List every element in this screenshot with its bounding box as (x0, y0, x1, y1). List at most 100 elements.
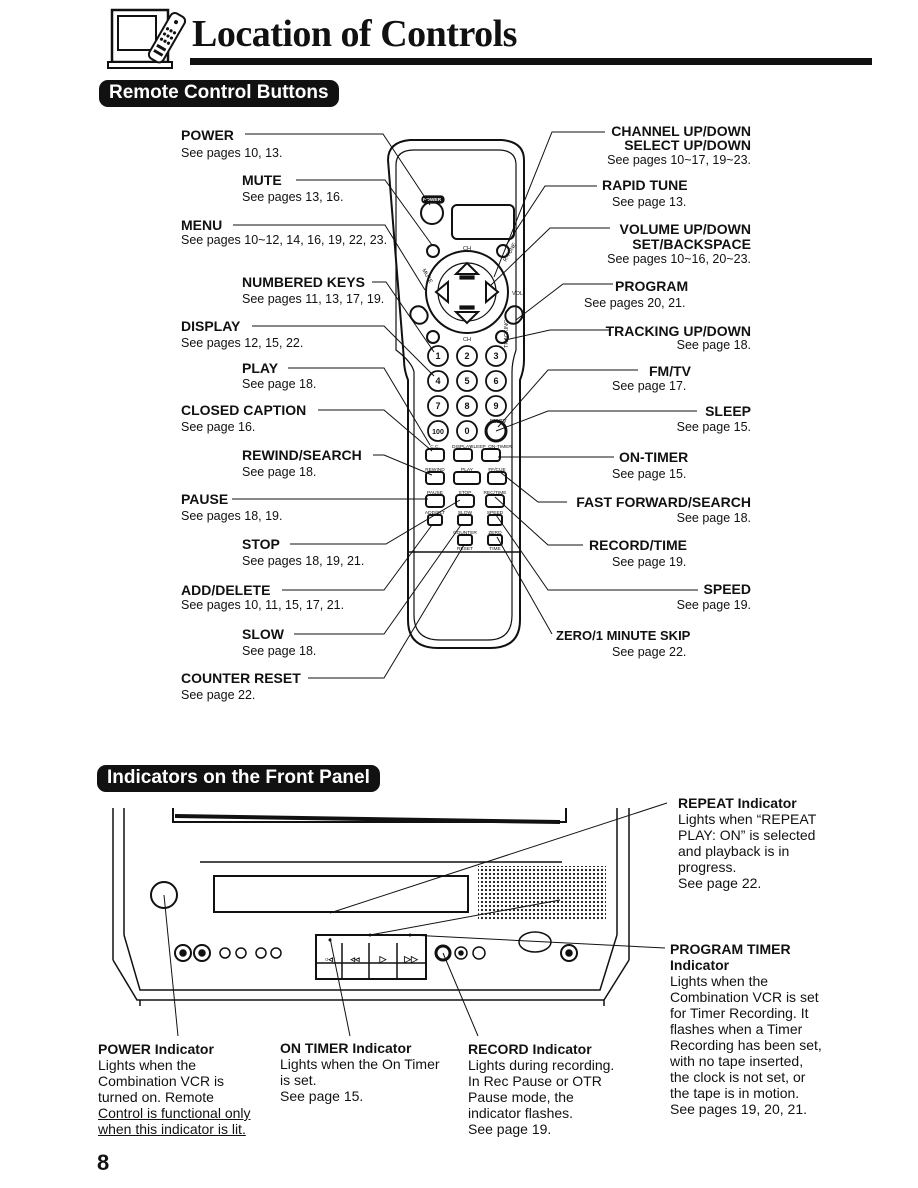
ref-fm-tv: See page 17. (612, 379, 687, 393)
ref-record-time: See page 19. (612, 555, 687, 569)
ref-play: See page 18. (242, 377, 317, 391)
on-timer-indicator-desc: ON TIMER Indicator Lights when the On Ti… (280, 1040, 440, 1104)
svg-text:◃◃: ◃◃ (349, 954, 360, 964)
svg-text:▷: ▷ (379, 954, 388, 964)
svg-text:ON-TIMER: ON-TIMER (488, 444, 512, 450)
label-stop: STOP (242, 536, 280, 552)
ref-closed-caption: See page 16. (181, 420, 256, 434)
svg-text:4: 4 (435, 376, 440, 386)
title-rule (190, 58, 872, 65)
front-panel-diagram: ▫◃ ◃◃ ▷ ▷▷ (112, 802, 668, 1037)
svg-text:C.C.: C.C. (430, 444, 440, 450)
ref-fast-forward-search: See page 18. (676, 511, 751, 525)
power-indicator-title: POWER Indicator (98, 1041, 214, 1057)
label-play: PLAY (242, 360, 279, 376)
ref-sleep: See page 15. (676, 420, 751, 434)
speaker-grille (478, 866, 606, 920)
label-sleep: SLEEP (705, 403, 751, 419)
ref-volume-up-down: See pages 10~16, 20~23. (607, 252, 751, 266)
ref-add-delete: See pages 10, 11, 15, 17, 21. (181, 598, 345, 612)
svg-text:POWER: POWER (423, 197, 442, 203)
label-fast-forward-search: FAST FORWARD/SEARCH (576, 494, 751, 510)
label-closed-caption: CLOSED CAPTION (181, 402, 307, 418)
svg-text:VOL: VOL (512, 291, 523, 297)
label-zero-1-minute-skip: ZERO/1 MINUTE SKIP (556, 628, 691, 643)
svg-text:DISPLAY: DISPLAY (452, 444, 473, 450)
label-slow: SLOW (242, 626, 284, 642)
section-heading-remote: Remote Control Buttons (99, 80, 339, 107)
ref-channel-up-down: See pages 10~17, 19~23. (607, 153, 751, 167)
svg-text:1: 1 (435, 351, 440, 361)
label-counter-reset: COUNTER RESET (181, 670, 301, 686)
program-timer-indicator-desc: PROGRAM TIMER Indicator Lights when the … (670, 941, 822, 1117)
tv-remote-logo-icon (107, 8, 187, 69)
program-timer-title: PROGRAM TIMER (670, 941, 791, 957)
label-select-up-down: SELECT UP/DOWN (624, 137, 751, 153)
label-menu: MENU (181, 217, 223, 233)
label-record-time: RECORD/TIME (589, 537, 687, 553)
svg-text:SLOW: SLOW (458, 510, 473, 516)
record-indicator-desc: RECORD Indicator Lights during recording… (468, 1041, 615, 1137)
on-timer-indicator-title: ON TIMER Indicator (280, 1040, 412, 1056)
label-add-delete: ADD/DELETE (181, 582, 271, 598)
ref-display: See pages 12, 15, 22. (181, 336, 304, 350)
repeat-indicator-title: REPEAT Indicator (678, 795, 797, 811)
page-number: 8 (97, 1150, 110, 1175)
svg-text:REWIND: REWIND (425, 467, 445, 473)
page-title: Location of Controls (192, 13, 517, 55)
ref-counter-reset: See page 22. (181, 688, 256, 702)
svg-text:8: 8 (464, 401, 469, 411)
ref-stop: See pages 18, 19, 21. (242, 554, 365, 568)
program-timer-title2: Indicator (670, 957, 730, 973)
svg-text:SPEED: SPEED (487, 510, 504, 516)
svg-text:TRACKING: TRACKING (504, 320, 510, 348)
svg-text:5: 5 (464, 376, 469, 386)
svg-text:7: 7 (435, 401, 440, 411)
svg-text:6: 6 (493, 376, 498, 386)
repeat-indicator-desc: REPEAT Indicator Lights when “REPEAT PLA… (678, 795, 817, 891)
ref-numbered-keys: See pages 11, 13, 17, 19. (242, 292, 385, 306)
svg-text:FM/TV: FM/TV (490, 419, 507, 425)
ref-zero-1-minute-skip: See page 22. (612, 645, 687, 659)
ref-speed: See page 19. (676, 598, 751, 612)
label-set-backspace: SET/BACKSPACE (632, 236, 751, 252)
label-on-timer: ON-TIMER (619, 449, 689, 465)
label-volume-up-down: VOLUME UP/DOWN (619, 221, 751, 237)
svg-text:COUNTER: COUNTER (453, 530, 477, 536)
ref-rapid-tune: See page 13. (612, 195, 687, 209)
ref-pause: See pages 18, 19. (181, 509, 283, 523)
label-mute: MUTE (242, 172, 282, 188)
svg-text:RESET: RESET (457, 546, 473, 552)
section-heading-front-panel: Indicators on the Front Panel (97, 765, 380, 792)
svg-text:9: 9 (493, 401, 498, 411)
svg-text:STOP: STOP (459, 490, 472, 496)
svg-text:3: 3 (493, 351, 498, 361)
ref-program: See pages 20, 21. (584, 296, 686, 310)
label-channel-up-down: CHANNEL UP/DOWN (611, 123, 751, 139)
svg-text:CH: CH (463, 337, 471, 343)
ref-on-timer: See page 15. (612, 467, 687, 481)
svg-text:REC/TIME: REC/TIME (484, 490, 507, 496)
svg-text:▷▷: ▷▷ (403, 954, 419, 964)
power-indicator-desc: POWER Indicator Lights when the Combinat… (98, 1041, 251, 1137)
svg-text:PLAY: PLAY (461, 467, 474, 473)
svg-text:CH: CH (463, 246, 471, 252)
label-speed: SPEED (703, 581, 751, 597)
svg-text:0: 0 (464, 426, 469, 436)
svg-text:SLEEP: SLEEP (470, 444, 485, 450)
label-pause: PAUSE (181, 491, 229, 507)
svg-text:TIME: TIME (489, 546, 500, 552)
label-power: POWER (181, 127, 234, 143)
record-indicator-title: RECORD Indicator (468, 1041, 592, 1057)
label-fm-tv: FM/TV (649, 363, 691, 379)
label-rapid-tune: RAPID TUNE (602, 177, 688, 193)
label-display: DISPLAY (181, 318, 241, 334)
svg-text:▫◃: ▫◃ (325, 954, 333, 964)
svg-text:2: 2 (464, 351, 469, 361)
label-rewind-search: REWIND/SEARCH (242, 447, 362, 463)
svg-text:100: 100 (432, 429, 444, 436)
svg-text:FF/CUE: FF/CUE (488, 467, 505, 473)
ref-menu: See pages 10~12, 14, 16, 19, 22, 23. (181, 233, 388, 247)
svg-text:PAUSE: PAUSE (427, 490, 443, 496)
